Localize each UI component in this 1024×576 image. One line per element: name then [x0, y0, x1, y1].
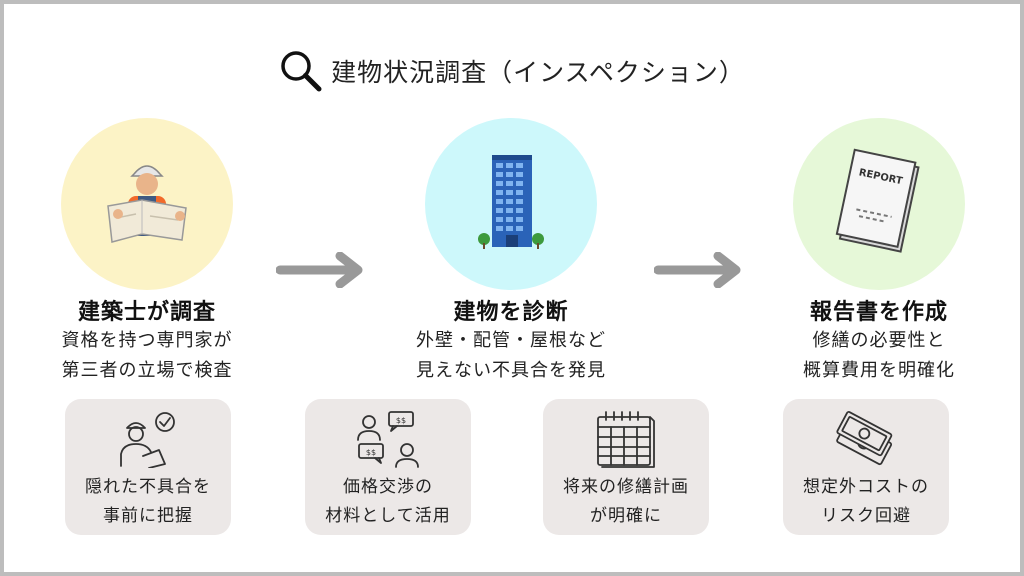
- benefit-card-2-text: 価格交渉の 材料として活用: [325, 473, 451, 531]
- infographic-page: 建物状況調査（インスペクション） 建築士が調査 資格を持つ専門家が 第三者の立場…: [4, 4, 1020, 572]
- benefit-card-1: 隠れた不具合を 事前に把握: [65, 399, 231, 535]
- benefit-card-4-line-1: 想定外コストの: [803, 477, 929, 497]
- worker-check-icon: [120, 412, 175, 468]
- step-2-description: 外壁・配管・屋根など 見えない不具合を発見: [371, 326, 651, 386]
- benefit-card-1-line-2: 事前に把握: [103, 506, 193, 526]
- benefit-card-2: $$ $$ 価格交渉の 材料として活用: [305, 399, 471, 535]
- office-building-icon: [478, 155, 544, 249]
- step-1-title: 建築士が調査: [77, 300, 216, 325]
- money-bills-icon: [836, 411, 893, 466]
- step-3-desc-line-2: 概算費用を明確化: [803, 360, 955, 381]
- benefit-card-1-line-1: 隠れた不具合を: [85, 477, 211, 497]
- title-row: 建物状況調査（インスペクション）: [4, 46, 1020, 96]
- step-1-desc-line-2: 第三者の立場で検査: [61, 360, 233, 381]
- step-2-desc-line-2: 見えない不具合を発見: [416, 360, 606, 381]
- benefit-card-1-text: 隠れた不具合を 事前に把握: [85, 473, 211, 531]
- benefit-card-2-line-1: 価格交渉の: [343, 477, 433, 497]
- inspector-worker-icon: [107, 165, 187, 243]
- benefit-card-3-line-1: 将来の修繕計画: [563, 477, 689, 497]
- calendar-icon: [597, 411, 655, 468]
- arrow-right-icon: [276, 252, 363, 288]
- arrow-right-icon: [654, 252, 741, 288]
- benefit-card-4: 想定外コストの リスク回避: [783, 399, 949, 535]
- svg-text:$$: $$: [396, 416, 406, 425]
- magnifier-icon: [281, 51, 322, 92]
- step-1-description: 資格を持つ専門家が 第三者の立場で検査: [7, 326, 287, 386]
- step-1-circle: [61, 118, 233, 290]
- step-2-desc-line-1: 外壁・配管・屋根など: [416, 330, 606, 351]
- report-document-icon: REPORT: [835, 148, 920, 253]
- step-3-title: 報告書を作成: [809, 300, 948, 325]
- step-3-description: 修繕の必要性と 概算費用を明確化: [739, 326, 1019, 386]
- page-title: 建物状況調査（インスペクション）: [331, 58, 745, 87]
- benefit-card-2-line-2: 材料として活用: [325, 506, 451, 526]
- benefit-card-3: 将来の修繕計画 が明確に: [543, 399, 709, 535]
- benefit-card-3-text: 将来の修繕計画 が明確に: [563, 473, 689, 531]
- step-2-title: 建物を診断: [453, 300, 569, 325]
- step-2-circle: [425, 118, 597, 290]
- benefit-card-3-line-2: が明確に: [590, 506, 662, 526]
- benefit-card-4-line-2: リスク回避: [821, 506, 911, 526]
- benefit-card-4-text: 想定外コストの リスク回避: [803, 473, 929, 531]
- step-3-desc-line-1: 修繕の必要性と: [812, 330, 946, 351]
- step-3-circle: REPORT: [793, 118, 965, 290]
- negotiation-icon: $$ $$: [357, 411, 419, 468]
- svg-text:$$: $$: [366, 448, 376, 457]
- step-1-desc-line-1: 資格を持つ専門家が: [61, 330, 233, 351]
